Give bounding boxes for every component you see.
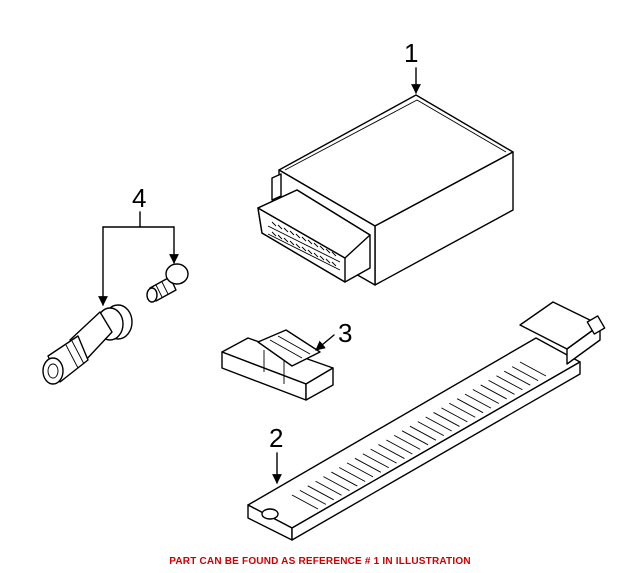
strap-teeth bbox=[291, 361, 547, 510]
clip-part-3 bbox=[221, 329, 334, 401]
leader-arrow-4 bbox=[98, 211, 179, 306]
callout-1: 1 bbox=[404, 38, 418, 68]
callout-2: 2 bbox=[269, 423, 283, 453]
strap-part-2 bbox=[247, 301, 606, 541]
callout-4: 4 bbox=[132, 183, 146, 213]
screw-part-4 bbox=[146, 263, 189, 303]
leader-arrow-3 bbox=[315, 334, 335, 351]
valve-stem-part-4 bbox=[42, 304, 133, 385]
control-module-part-1 bbox=[257, 94, 514, 286]
callout-3: 3 bbox=[338, 318, 352, 348]
reference-caption: PART CAN BE FOUND AS REFERENCE # 1 IN IL… bbox=[169, 556, 471, 567]
